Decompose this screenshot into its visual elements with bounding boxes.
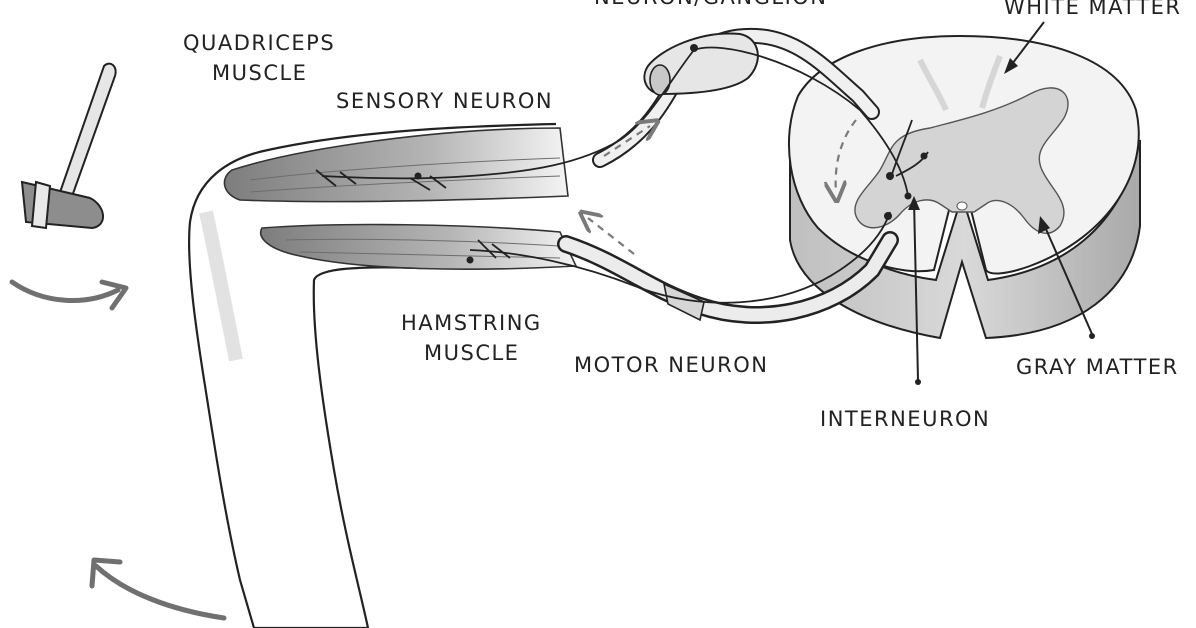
label-white-matter: WHITE MATTER — [1004, 0, 1182, 19]
neuron-cell-bodies — [414, 44, 928, 264]
quadriceps-muscle — [223, 127, 569, 203]
curved-arrow-icon — [9, 279, 129, 311]
hamstring-muscle — [259, 223, 578, 270]
label-hamstring-line2: MUSCLE — [424, 341, 519, 365]
label-hamstring-line1: HAMSTRING — [401, 311, 542, 335]
leader-arrowheads — [908, 58, 1095, 385]
label-quadriceps-line2: MUSCLE — [212, 61, 307, 85]
signal-arrows — [588, 120, 857, 255]
curved-arrow-icon — [89, 557, 227, 621]
label-interneuron: INTERNEURON — [820, 407, 990, 431]
label-neuron-ganglion: NEURON/GANGLION — [594, 0, 828, 9]
label-motor-neuron: MOTOR NEURON — [574, 353, 768, 377]
motor-nerve — [557, 231, 899, 324]
reflex-hammer-icon — [20, 62, 117, 230]
label-gray-matter: GRAY MATTER — [1016, 355, 1179, 379]
label-quadriceps-line1: QUADRICEPS — [183, 31, 335, 55]
label-sensory-neuron: SENSORY NEURON — [336, 89, 553, 113]
